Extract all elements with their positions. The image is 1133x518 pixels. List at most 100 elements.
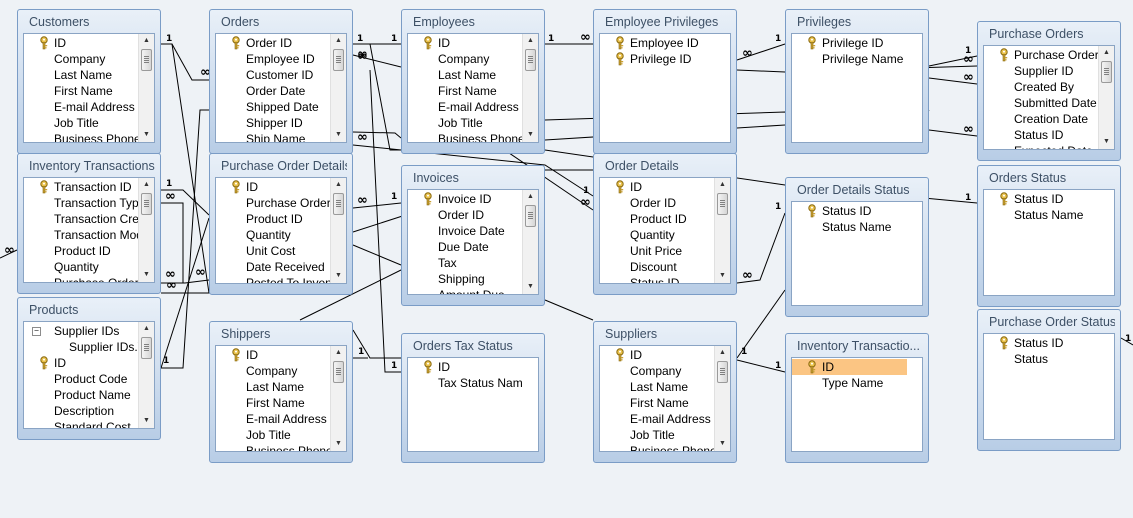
field-purchase-order[interactable]: Purchase Order xyxy=(984,47,1099,63)
field-last-name[interactable]: Last Name xyxy=(216,379,331,395)
field-status-id[interactable]: Status ID xyxy=(792,203,907,219)
table-title[interactable]: Employee Privileges xyxy=(605,15,719,29)
field-job-title[interactable]: Job Title xyxy=(408,115,523,131)
field-product-id[interactable]: Product ID xyxy=(600,211,715,227)
field-creation-date[interactable]: Creation Date xyxy=(984,111,1099,127)
relationship-line[interactable] xyxy=(544,299,594,321)
vertical-scrollbar[interactable]: ▲▼ xyxy=(1098,46,1114,149)
scroll-down-icon[interactable]: ▼ xyxy=(143,131,150,138)
relationship-line[interactable] xyxy=(352,202,402,209)
relationship-line[interactable] xyxy=(928,77,978,85)
field-employee-id[interactable]: Employee ID xyxy=(216,51,331,67)
scroll-down-icon[interactable]: ▼ xyxy=(335,131,342,138)
scroll-up-icon[interactable]: ▲ xyxy=(1103,49,1110,56)
vertical-scrollbar[interactable]: ▲▼ xyxy=(138,178,154,282)
field-supplier-id[interactable]: Supplier ID xyxy=(984,63,1099,79)
field-id[interactable]: ID xyxy=(24,355,139,371)
scroll-down-icon[interactable]: ▼ xyxy=(1103,138,1110,145)
vertical-scrollbar[interactable]: ▲▼ xyxy=(138,34,154,142)
scroll-up-icon[interactable]: ▲ xyxy=(527,193,534,200)
field-id[interactable]: ID xyxy=(792,359,907,375)
relationship-line[interactable] xyxy=(161,189,210,216)
field-company[interactable]: Company xyxy=(24,51,139,67)
relationship-line[interactable] xyxy=(161,109,209,369)
field-standard-cost[interactable]: Standard Cost xyxy=(24,419,139,428)
vertical-scrollbar[interactable]: ▲▼ xyxy=(714,178,730,283)
field-business-phone[interactable]: Business Phone xyxy=(408,131,523,142)
field-id[interactable]: ID xyxy=(408,35,523,51)
field-business-phone[interactable]: Business Phone xyxy=(24,131,139,142)
field-invoice-date[interactable]: Invoice Date xyxy=(408,223,523,239)
relationship-line[interactable] xyxy=(0,249,18,259)
scroll-down-icon[interactable]: ▼ xyxy=(527,283,534,290)
table-title[interactable]: Order Details Status xyxy=(797,183,910,197)
vertical-scrollbar[interactable]: ▲▼ xyxy=(330,346,346,451)
relationship-line[interactable] xyxy=(161,43,210,294)
field-last-name[interactable]: Last Name xyxy=(600,379,715,395)
field-product-id[interactable]: Product ID xyxy=(24,243,139,259)
vertical-scrollbar[interactable]: ▲▼ xyxy=(522,34,538,142)
field-first-name[interactable]: First Name xyxy=(408,83,523,99)
table-title[interactable]: Products xyxy=(29,303,79,317)
field-due-date[interactable]: Due Date xyxy=(408,239,523,255)
field-product-code[interactable]: Product Code xyxy=(24,371,139,387)
scroll-up-icon[interactable]: ▲ xyxy=(335,37,342,44)
field-status-id[interactable]: Status ID xyxy=(600,275,715,283)
scroll-thumb[interactable] xyxy=(141,337,152,359)
table-title[interactable]: Orders Status xyxy=(989,171,1067,185)
field-order-id[interactable]: Order ID xyxy=(600,195,715,211)
scroll-up-icon[interactable]: ▲ xyxy=(335,181,342,188)
scroll-thumb[interactable] xyxy=(525,49,536,71)
table-title[interactable]: Invoices xyxy=(413,171,459,185)
relationship-line[interactable] xyxy=(353,43,401,151)
table-title[interactable]: Shippers xyxy=(221,327,271,341)
field-date-received[interactable]: Date Received xyxy=(216,259,331,275)
field-privilege-name[interactable]: Privilege Name xyxy=(792,51,907,67)
scroll-down-icon[interactable]: ▼ xyxy=(143,271,150,278)
field-order-id[interactable]: Order ID xyxy=(216,35,331,51)
field-business-phone[interactable]: Business Phone xyxy=(600,443,715,451)
field-supplier-ids[interactable]: −Supplier IDs xyxy=(24,323,139,339)
field-first-name[interactable]: First Name xyxy=(600,395,715,411)
field-product-name[interactable]: Product Name xyxy=(24,387,139,403)
relationship-line[interactable] xyxy=(352,244,402,266)
vertical-scrollbar[interactable]: ▲▼ xyxy=(138,322,154,428)
relationship-line[interactable] xyxy=(352,329,401,359)
field-product-id[interactable]: Product ID xyxy=(216,211,331,227)
field-purchase-order[interactable]: Purchase Order xyxy=(216,195,331,211)
field-shipping[interactable]: Shipping xyxy=(408,271,523,287)
scroll-up-icon[interactable]: ▲ xyxy=(143,37,150,44)
field-discount[interactable]: Discount xyxy=(600,259,715,275)
field-invoice-id[interactable]: Invoice ID xyxy=(408,191,523,207)
scroll-down-icon[interactable]: ▼ xyxy=(527,131,534,138)
field-transaction-type[interactable]: Transaction Type xyxy=(24,195,139,211)
relationship-line[interactable] xyxy=(736,212,786,284)
scroll-down-icon[interactable]: ▼ xyxy=(719,272,726,279)
table-title[interactable]: Customers xyxy=(29,15,90,29)
field-created-by[interactable]: Created By xyxy=(984,79,1099,95)
collapse-toggle-icon[interactable]: − xyxy=(32,327,41,336)
field-company[interactable]: Company xyxy=(600,363,715,379)
relationship-line[interactable] xyxy=(161,202,184,284)
field-unit-price[interactable]: Unit Price xyxy=(600,243,715,259)
field-status-id[interactable]: Status ID xyxy=(984,191,1099,207)
field-ship-name[interactable]: Ship Name xyxy=(216,131,331,142)
relationship-line[interactable] xyxy=(736,43,786,61)
field-transaction-id[interactable]: Transaction ID xyxy=(24,179,139,195)
field-privilege-id[interactable]: Privilege ID xyxy=(600,51,715,67)
table-title[interactable]: Inventory Transactio... xyxy=(797,339,920,353)
field-shipped-date[interactable]: Shipped Date xyxy=(216,99,331,115)
relationship-line[interactable] xyxy=(160,217,210,369)
field-job-title[interactable]: Job Title xyxy=(216,427,331,443)
relationship-line[interactable] xyxy=(352,54,402,68)
field-e-mail-address[interactable]: E-mail Address xyxy=(216,411,331,427)
field-purchase-order[interactable]: Purchase Order xyxy=(24,275,139,282)
scroll-thumb[interactable] xyxy=(717,193,728,215)
vertical-scrollbar[interactable]: ▲▼ xyxy=(522,190,538,294)
relationship-line[interactable] xyxy=(352,131,402,139)
